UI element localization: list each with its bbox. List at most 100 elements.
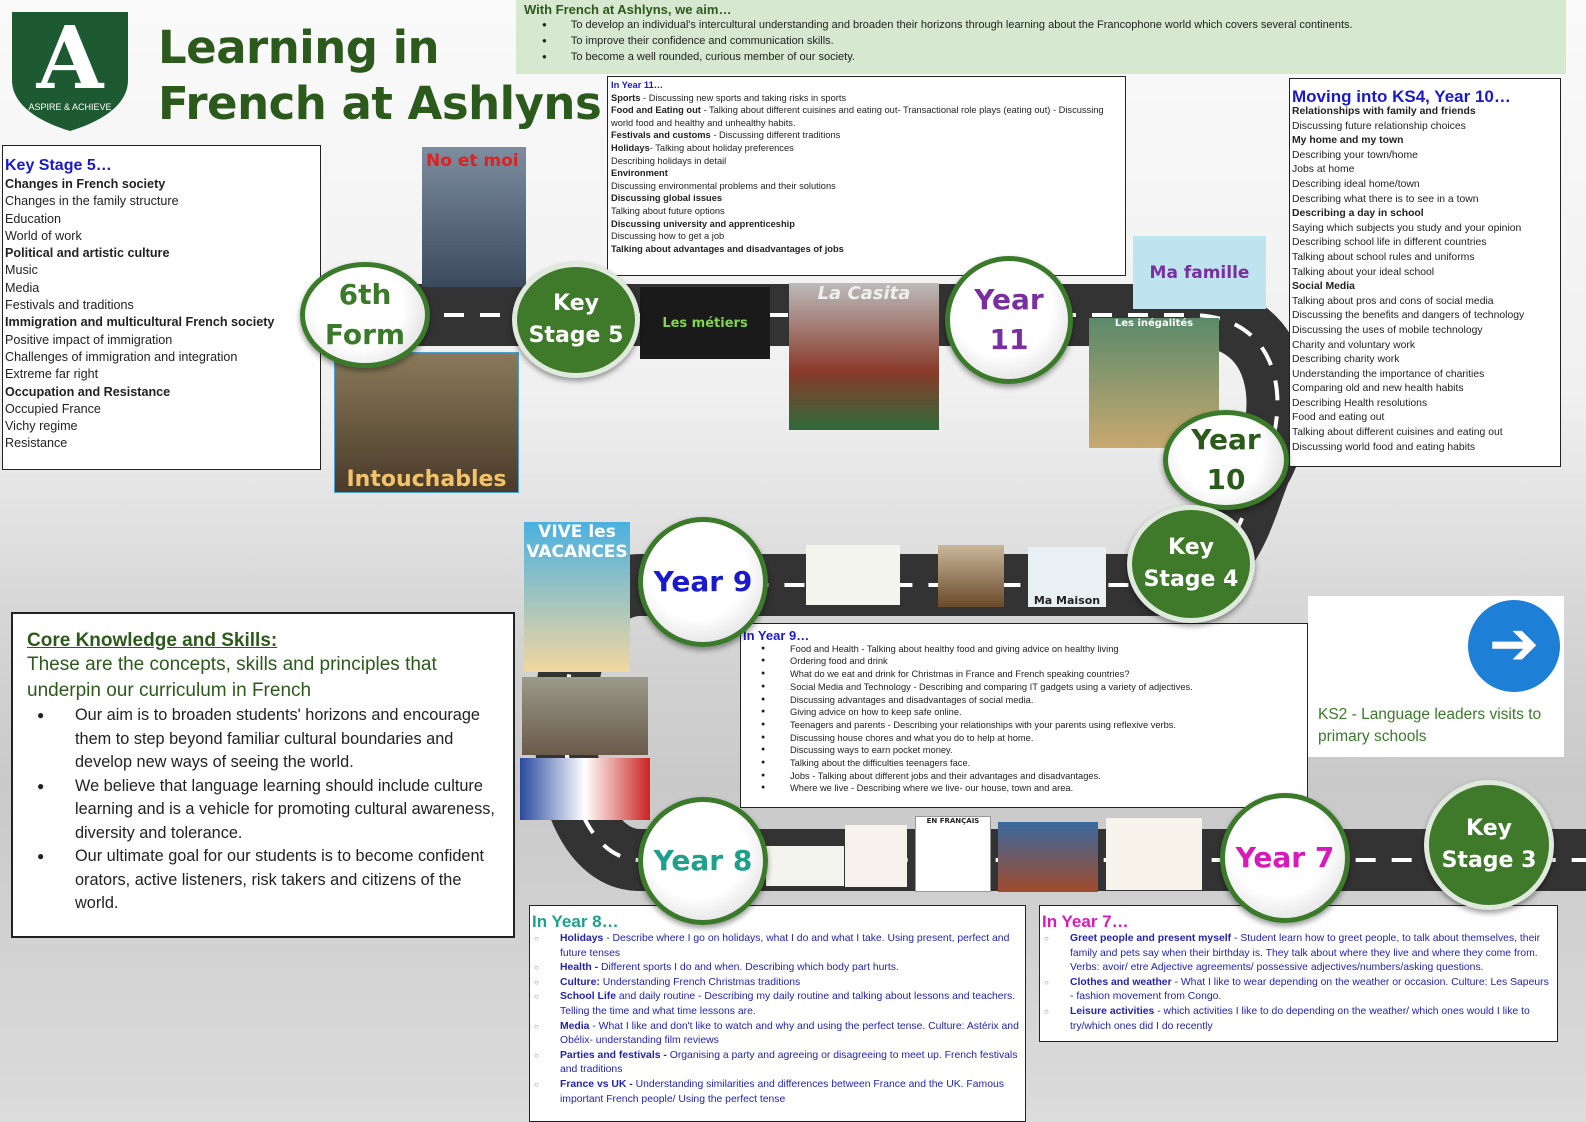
- year8-item-bold: Health -: [560, 962, 599, 974]
- ks5-line: Changes in French society: [5, 176, 318, 193]
- year11-line: Describing holidays in detail: [611, 155, 1122, 168]
- ks5-line: World of work: [5, 228, 318, 245]
- vive-les-vacances-image: VIVE les VACANCES: [524, 522, 630, 672]
- core-intro: These are the concepts, skills and princ…: [27, 654, 437, 701]
- year8-item-bold: Culture:: [560, 976, 600, 988]
- fashion-sketch-image: [845, 825, 907, 887]
- year8-item-text: and daily routine - Describing my daily …: [560, 991, 1016, 1017]
- ks5-line-bold: Occupation and Resistance: [5, 384, 171, 399]
- ks5-line: Festivals and traditions: [5, 297, 318, 314]
- year11-line: Festivals and customs - Discussing diffe…: [611, 129, 1122, 142]
- year7-item-text: - Student learn how to greet people, to …: [1070, 933, 1541, 974]
- ks4-line-text: Describing what there is to see in a tow…: [1292, 193, 1479, 205]
- core-item: Our ultimate goal for our students is to…: [27, 845, 499, 916]
- year7-item-text: - What I like to wear depending on the w…: [1070, 976, 1549, 1003]
- year11-line-text: Describing holidays in detail: [611, 155, 727, 166]
- ks5-line: Occupation and Resistance: [5, 384, 318, 401]
- year11-line-text: - Discussing different traditions: [710, 130, 841, 141]
- sapeurs-photo: [998, 822, 1098, 892]
- year7-item-bold: Greet people and present myself: [1070, 933, 1232, 944]
- no-et-moi-poster: No et moi: [422, 147, 526, 287]
- ks4-line: Food and eating out: [1292, 411, 1558, 426]
- school-logo: A ASPIRE & ACHIEVE: [12, 10, 128, 131]
- node-sixth-form[interactable]: 6th Form: [300, 262, 430, 368]
- aim-item: To become a well rounded, curious member…: [542, 49, 1558, 65]
- year11-line: Sports - Discussing new sports and takin…: [611, 92, 1122, 105]
- year7-item: Clothes and weather - What I like to wea…: [1042, 976, 1555, 1005]
- ks4-line: Describing your town/home: [1292, 149, 1558, 164]
- ks5-line-text: Changes in the family structure: [5, 194, 179, 209]
- year9-item: Social Media and Technology - Describing…: [743, 681, 1305, 694]
- ks4-line-text: Talking about pros and cons of social me…: [1292, 295, 1494, 307]
- ks4-line: Describing school life in different coun…: [1292, 236, 1558, 251]
- ks5-line-text: Challenges of immigration and integratio…: [5, 349, 238, 364]
- ks5-line: Resistance: [5, 435, 318, 452]
- year8-item-text: Different sports I do and when. Describi…: [598, 962, 899, 974]
- ks5-line-text: Music: [5, 263, 38, 278]
- ks5-line-text: Occupied France: [5, 401, 101, 416]
- ks5-line-text: Festivals and traditions: [5, 298, 134, 313]
- year11-line: Holidays- Talking about holiday preferen…: [611, 142, 1122, 155]
- year11-line-bold: Environment: [611, 168, 668, 179]
- node-year-7[interactable]: Year 7: [1220, 793, 1350, 923]
- ks4-line-text: Describing your town/home: [1292, 149, 1418, 161]
- ks4-line: Understanding the importance of charitie…: [1292, 368, 1558, 383]
- ks4-line-text: Jobs at home: [1292, 164, 1355, 176]
- ks5-line: Extreme far right: [5, 366, 318, 383]
- aims-panel: With French at Ashlyns, we aim… To devel…: [516, 0, 1566, 74]
- ks4-line: Describing a day in school: [1292, 207, 1558, 222]
- ks4-line-text: Charity and voluntary work: [1292, 339, 1416, 351]
- ks4-line-text: Discussing future relationship choices: [1292, 120, 1466, 132]
- year11-line-text: - Talking about holiday preferences: [649, 142, 794, 153]
- ks4-line-bold: Social Media: [1292, 281, 1355, 293]
- year8-item-bold: France vs UK -: [560, 1078, 633, 1090]
- year9-item: Jobs - Talking about different jobs and …: [743, 770, 1305, 783]
- ks4-line-bold: My home and my town: [1292, 135, 1404, 147]
- classroom-photo: [522, 677, 648, 755]
- en-francais-worksheet: EN FRANÇAIS: [915, 816, 991, 892]
- year9-item: Discussing ways to earn pocket money.: [743, 744, 1305, 757]
- year11-line-text: Discussing how to get a job: [611, 231, 725, 242]
- year7-item-text: - which activities I like to do dependin…: [1070, 1005, 1530, 1032]
- node-year-10[interactable]: Year 10: [1163, 410, 1289, 510]
- year11-line: Talking about future options: [611, 205, 1122, 218]
- node-key-stage-4[interactable]: Key Stage 4: [1127, 505, 1255, 623]
- node-key-stage-5[interactable]: Key Stage 5: [512, 262, 640, 378]
- core-knowledge-panel: Core Knowledge and Skills: These are the…: [11, 612, 515, 938]
- year7-item-bold: Leisure activities: [1070, 1005, 1155, 1017]
- year8-item-text: Understanding similarities and differenc…: [560, 1078, 1004, 1105]
- weather-icons-image: [766, 846, 844, 886]
- node-year-8[interactable]: Year 8: [638, 797, 768, 925]
- vocabulary-chart-image: [806, 545, 900, 605]
- ks5-line-text: Education: [5, 211, 62, 226]
- ks5-line-text: Resistance: [5, 436, 68, 451]
- ks5-line-text: World of work: [5, 228, 82, 243]
- year8-item-text: - What I like and don't like to watch an…: [560, 1020, 1019, 1047]
- year11-line-bold: Discussing global issues: [611, 193, 723, 204]
- ks4-line: Talking about pros and cons of social me…: [1292, 295, 1558, 310]
- year8-item-bold: Media: [560, 1020, 590, 1032]
- ks4-panel: Moving into KS4, Year 10…Relationships w…: [1289, 78, 1561, 467]
- year9-item: Ordering food and drink: [743, 655, 1305, 668]
- year8-item-bold: Holidays: [560, 933, 604, 944]
- year8-item-text: Organising a party and agreeing or disag…: [560, 1049, 1018, 1076]
- node-year-9[interactable]: Year 9: [638, 517, 768, 647]
- year8-item-bold: School Life: [560, 991, 616, 1003]
- ks4-line: Comparing old and new health habits: [1292, 382, 1558, 397]
- year8-item: Media - What I like and don't like to wa…: [532, 1020, 1023, 1049]
- arrow-right-icon[interactable]: ➔: [1468, 600, 1560, 692]
- year8-item: France vs UK - Understanding similaritie…: [532, 1078, 1023, 1107]
- node-key-stage-3[interactable]: Key Stage 3: [1424, 780, 1554, 910]
- ks4-line-text: Discussing world food and eating habits: [1292, 441, 1476, 453]
- year11-line-bold: Talking about advantages and disadvantag…: [611, 243, 844, 254]
- ks5-line: Media: [5, 280, 318, 297]
- ks4-line-text: Talking about school rules and uniforms: [1292, 251, 1475, 263]
- dancers-flag-image: [520, 758, 650, 820]
- ks4-line-text: Describing Health resolutions: [1292, 397, 1428, 409]
- node-year-11[interactable]: Year 11: [945, 256, 1073, 384]
- ks5-line: Vichy regime: [5, 418, 318, 435]
- ks4-line: Social Media: [1292, 280, 1558, 295]
- title-line-2: French at Ashlyns: [158, 77, 602, 130]
- ks4-line-text: Saying which subjects you study and your…: [1292, 222, 1522, 234]
- ks4-line: Discussing world food and eating habits: [1292, 441, 1558, 456]
